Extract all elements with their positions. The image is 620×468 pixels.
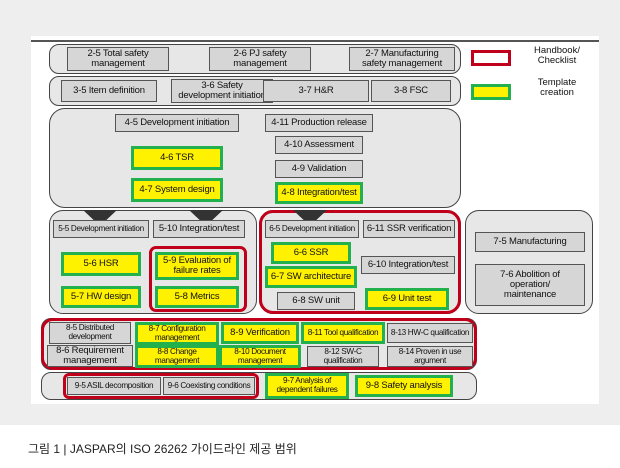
handbook-group-part5 <box>149 246 247 312</box>
box-3-8-fsc: 3-8 FSC <box>371 80 451 102</box>
box-2-6-pj-safety: 2-6 PJ safety management <box>209 47 311 71</box>
box-5-7-hw-design: 5-7 HW design <box>61 286 141 308</box>
box-9-5-asil-decomposition: 9-5 ASIL decomposition <box>67 377 161 395</box>
box-5-5-development-initiation: 5-5 Development initiation <box>53 220 149 238</box>
figure-caption: 그림 1 | JASPAR의 ISO 26262 가이드라인 제공 범위 <box>28 442 297 456</box>
box-6-7-sw-architecture: 6-7 SW architecture <box>265 266 357 288</box>
legend-template-label: Template creation <box>537 77 577 99</box>
box-3-6-safety-initiation: 3-6 Safety development initiation <box>171 79 273 103</box>
box-6-10-integration-test: 6-10 Integration/test <box>361 256 455 274</box>
legend-template-swatch <box>471 84 511 100</box>
box-4-8-integration-test: 4-8 Integration/test <box>275 182 363 204</box>
box-4-7-system-design: 4-7 System design <box>131 178 223 202</box>
box-3-7-hr: 3-7 H&R <box>263 80 369 102</box>
box-4-6-tsr: 4-6 TSR <box>131 146 223 170</box>
box-7-5-manufacturing: 7-5 Manufacturing <box>475 232 585 252</box>
box-8-14-proven-in-use: 8-14 Proven in use argument <box>387 346 473 367</box>
box-8-11-tool-qualification: 8-11 Tool qualification <box>301 322 385 344</box>
box-8-8-change-management: 8-8 Change management <box>135 345 219 368</box>
box-6-5-development-initiation: 6-5 Development initiation <box>265 220 359 238</box>
box-3-5-item-definition: 3-5 Item definition <box>61 80 157 102</box>
box-8-7-configuration-management: 8-7 Configuration management <box>135 322 219 345</box>
handbook-group-part8 <box>41 318 477 370</box>
box-8-10-document-management: 8-10 Document management <box>219 345 301 368</box>
box-8-5-distributed-development: 8-5 Distributed development <box>49 322 131 344</box>
box-4-9-validation: 4-9 Validation <box>275 160 363 178</box>
box-2-7-manufacturing-safety: 2-7 Manufacturing safety management <box>349 47 455 71</box>
box-5-9-evaluation-failure-rates: 5-9 Evaluation of failure rates <box>155 252 239 280</box>
box-5-8-metrics: 5-8 Metrics <box>155 286 239 308</box>
top-rule <box>31 40 599 42</box>
box-9-8-safety-analysis: 9-8 Safety analysis <box>355 375 453 397</box>
box-4-10-assessment: 4-10 Assessment <box>275 136 363 154</box>
box-6-8-sw-unit: 6-8 SW unit <box>277 292 355 310</box>
part4-band <box>49 108 461 208</box>
iso26262-scope-diagram: 2-5 Total safety management 2-6 PJ safet… <box>31 36 599 404</box>
box-6-6-ssr: 6-6 SSR <box>271 242 351 264</box>
handbook-group-part9 <box>63 373 259 399</box>
box-8-13-hwc-qualification: 8-13 HW-C qualification <box>387 323 473 343</box>
legend-handbook-label: Handbook/ Checklist <box>534 45 580 67</box>
legend-handbook-swatch <box>471 50 511 66</box>
box-4-5-development-initiation: 4-5 Development initiation <box>115 114 239 132</box>
box-9-7-dependent-failures: 9-7 Analysis of dependent failures <box>265 373 349 399</box>
box-8-12-swc-qualification: 8-12 SW-C qualification <box>307 346 379 367</box>
box-2-5-total-safety: 2-5 Total safety management <box>67 47 169 71</box>
box-8-9-verification: 8-9 Verification <box>221 322 299 344</box>
box-5-6-hsr: 5-6 HSR <box>61 252 141 276</box>
box-8-6-requirement-management: 8-6 Requirement management <box>47 345 133 367</box>
box-9-6-coexisting-conditions: 9-6 Coexisting conditions <box>163 377 255 395</box>
box-6-9-unit-test: 6-9 Unit test <box>365 288 449 310</box>
box-5-10-integration-test: 5-10 Integration/test <box>153 220 245 238</box>
handbook-group-part6 <box>259 210 461 314</box>
box-6-11-ssr-verification: 6-11 SSR verification <box>363 220 455 238</box>
box-7-6-abolition: 7-6 Abolition of operation/ maintenance <box>475 264 585 306</box>
box-4-11-production-release: 4-11 Production release <box>265 114 373 132</box>
